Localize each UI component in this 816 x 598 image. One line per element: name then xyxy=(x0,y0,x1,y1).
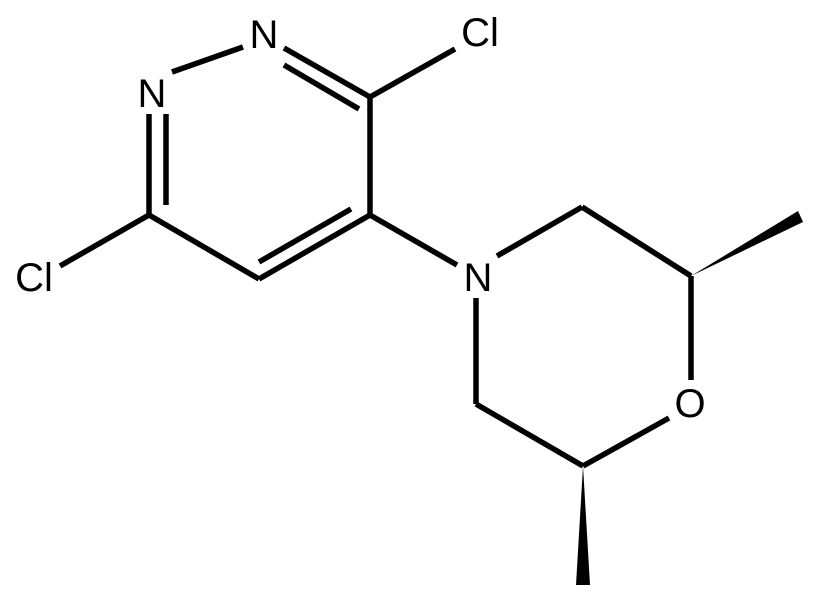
chlorine-bonds xyxy=(58,46,457,269)
wedge-bond-lower-methyl xyxy=(576,466,590,585)
bond-c4-c5 xyxy=(257,212,372,282)
morpholine-ring xyxy=(473,204,694,469)
bond-c4-n-morpholine xyxy=(368,212,459,268)
pyridazine-ring xyxy=(146,44,373,282)
bond-c5-c6 xyxy=(474,401,585,469)
wedge-bond-upper-methyl xyxy=(691,211,803,276)
atom-label-cl-left: Cl xyxy=(15,256,53,300)
atom-label-n1: N xyxy=(138,72,167,116)
bond-n2-c3 xyxy=(282,45,372,100)
bond-o-c5 xyxy=(581,415,671,469)
bond-c2-c3 xyxy=(580,204,693,279)
bond-c4-c5-inner xyxy=(257,206,353,265)
bond-c6-cl xyxy=(58,212,151,269)
bond-c5-c6 xyxy=(147,212,261,282)
bond-c3-cl xyxy=(368,46,457,100)
atom-label-o-morpholine: O xyxy=(674,382,705,426)
atom-label-cl-top: Cl xyxy=(461,11,499,55)
bond-n2-c3-inner xyxy=(282,62,361,112)
bond-n1-n2 xyxy=(171,44,244,75)
bond-n-c2 xyxy=(495,204,584,259)
atom-label-n2: N xyxy=(250,13,279,57)
atom-label-n-morpholine: N xyxy=(464,256,493,300)
